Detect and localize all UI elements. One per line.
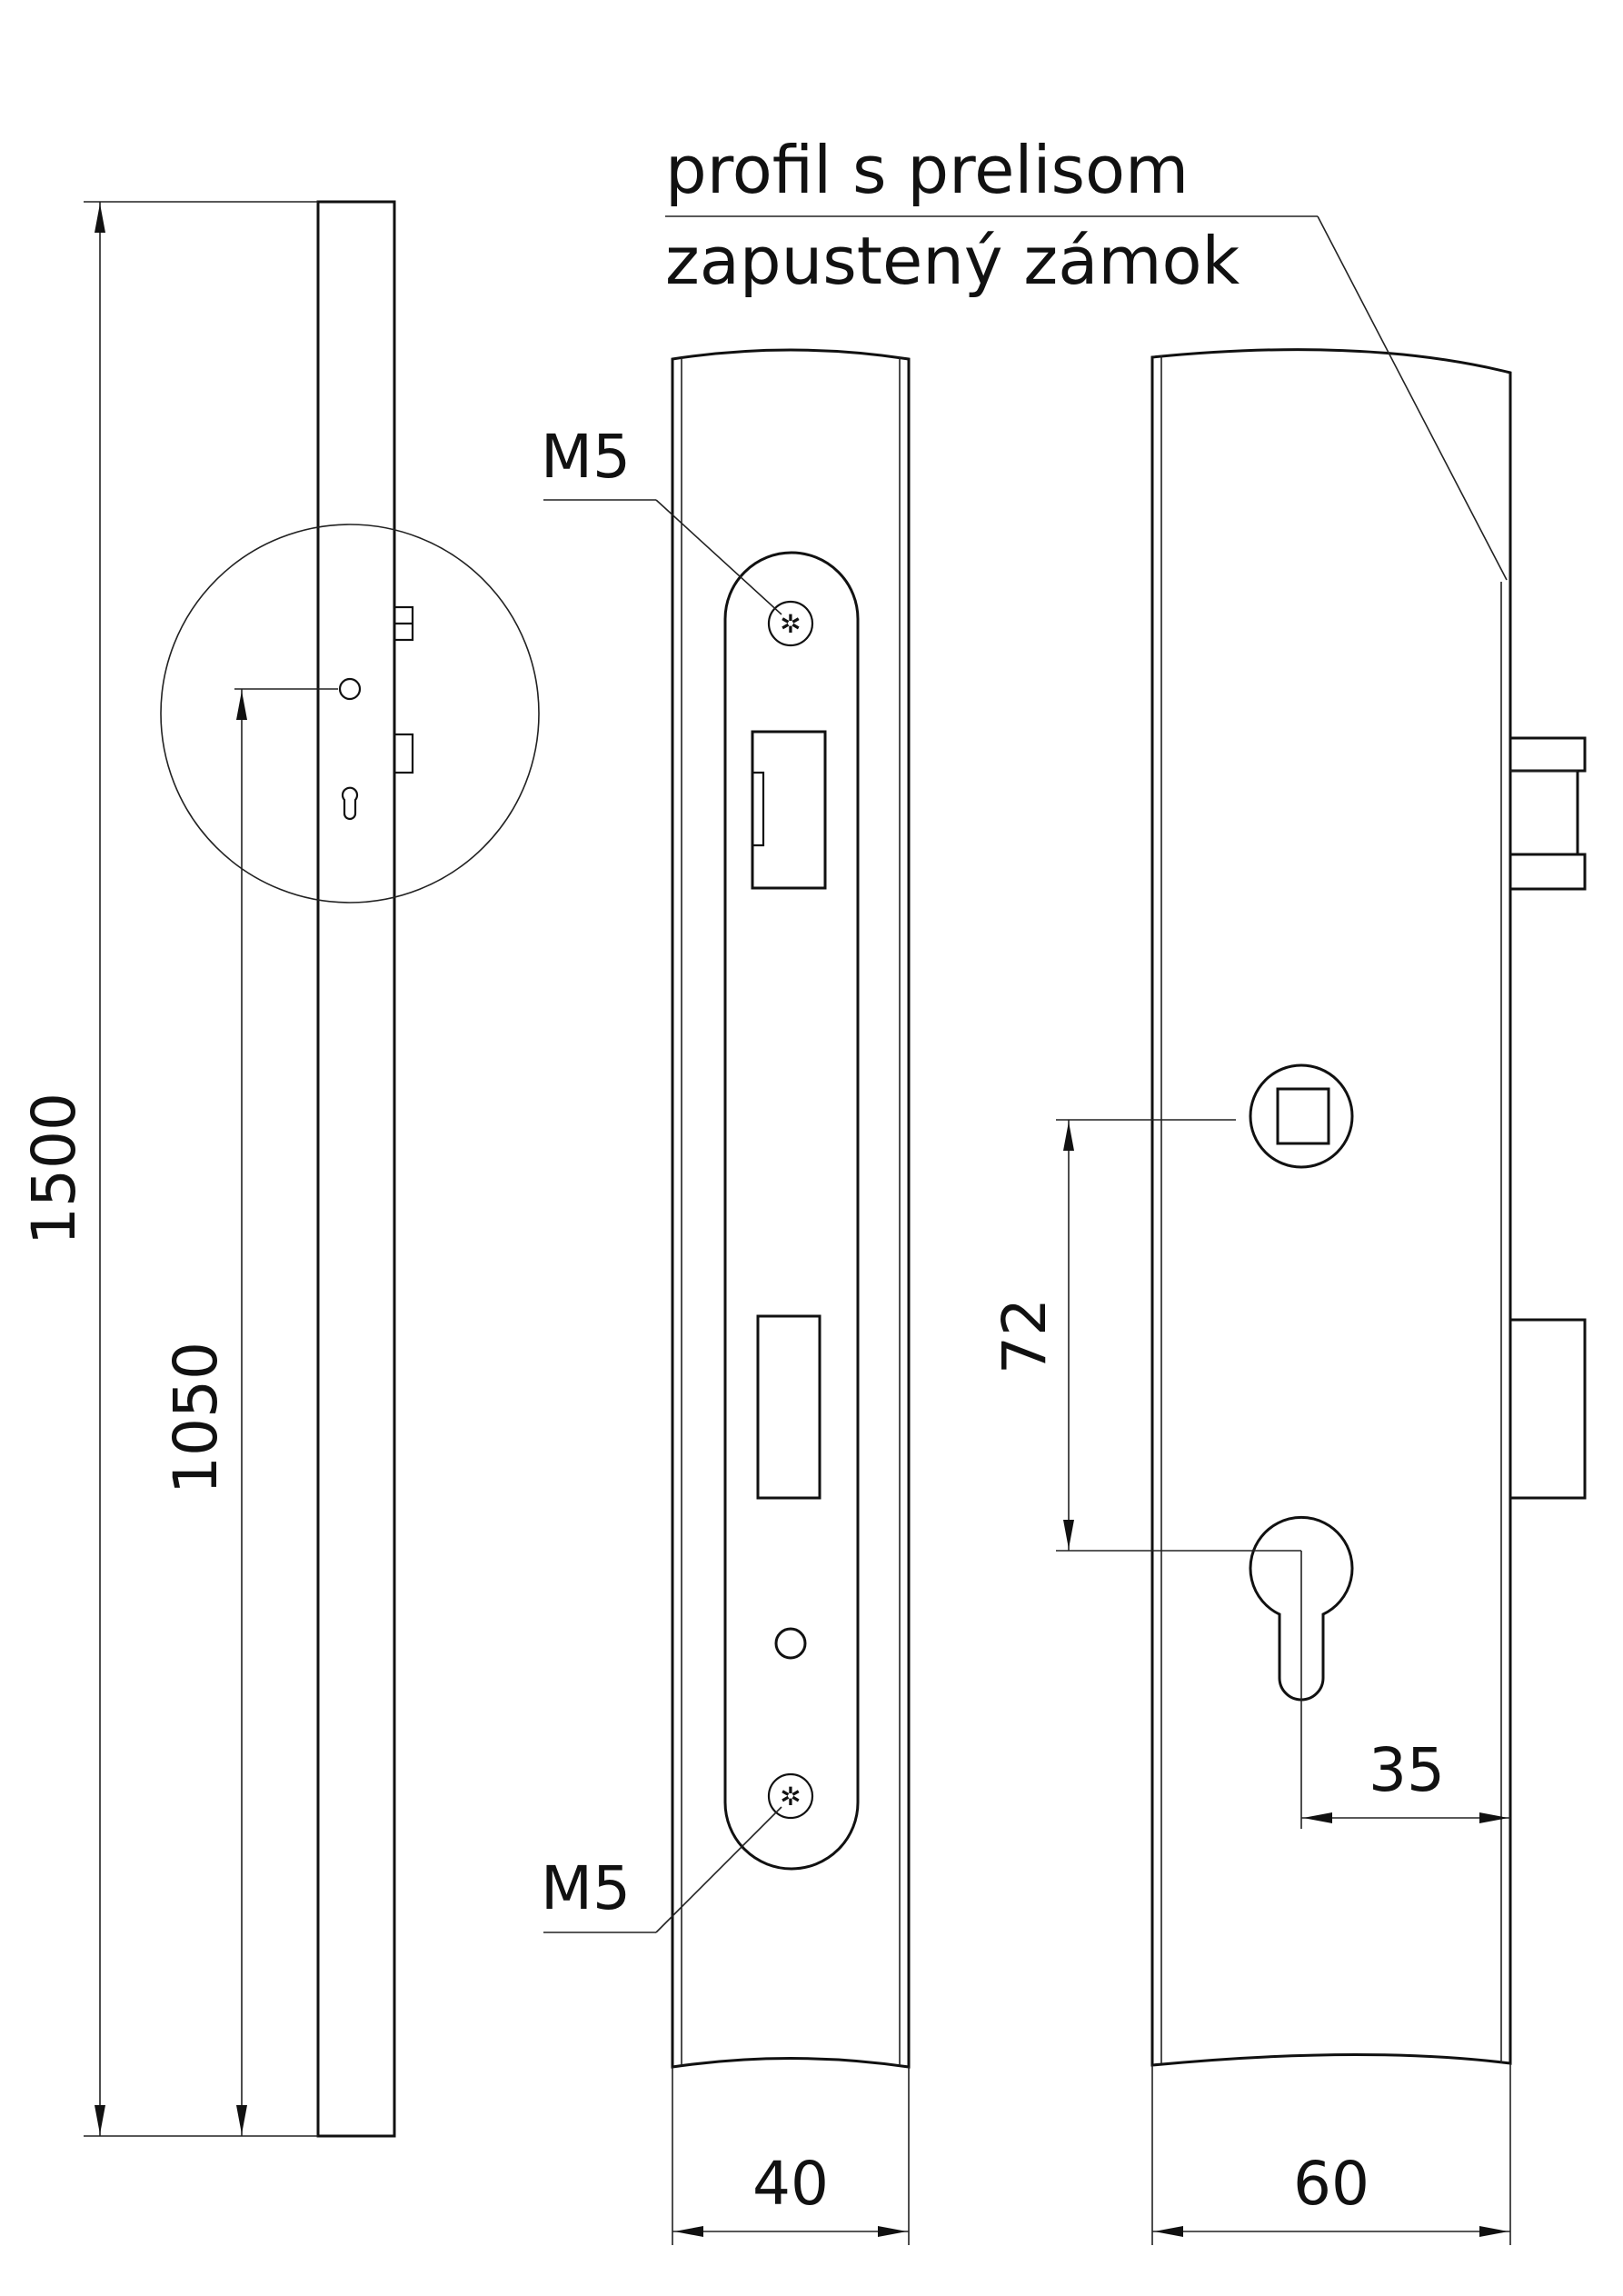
latch-opening [751,730,827,890]
bottom-screw-icon: ✲ [767,1772,814,1820]
dim-1500-label: 1500 [19,1093,89,1245]
screw-top-label: M5 [541,422,631,492]
cylinder-keyhole-icon [1249,1515,1354,1702]
side-profile-bar [316,200,396,2138]
side-spindle-hole [338,677,362,701]
svg-text:✲: ✲ [780,609,801,639]
profile-note: profil s prelisom [665,132,1189,208]
dim-72-label: 72 [990,1298,1060,1374]
latch-tongue [1508,736,1587,773]
bolt-opening [756,1314,821,1500]
faceplate-view: ✲ ✲ M5 M5 40 [541,348,911,2245]
detail-circle [160,524,540,903]
front-view: 72 35 60 [665,215,1587,2245]
front-profile-outline [1150,348,1512,2067]
screw-bottom-label: M5 [541,1853,631,1923]
spindle-rosette [1249,1063,1354,1169]
side-keyhole-icon [341,786,359,821]
lock-note: zapustený zámok [665,223,1240,299]
spindle-square [1276,1087,1330,1145]
svg-text:✲: ✲ [780,1782,801,1812]
dim-60-label: 60 [1293,2149,1369,2219]
top-screw-icon: ✲ [767,600,814,647]
dim-1050-label: 1050 [161,1342,231,1494]
side-bolt-stub [393,733,414,774]
dim-35-label: 35 [1369,1735,1445,1805]
dim-40-label: 40 [752,2149,829,2219]
lock-faceplate [723,551,860,1871]
side-view: 1500 1050 [19,200,540,2138]
dead-bolt [1508,1318,1587,1500]
faceplate-hole [774,1627,807,1660]
